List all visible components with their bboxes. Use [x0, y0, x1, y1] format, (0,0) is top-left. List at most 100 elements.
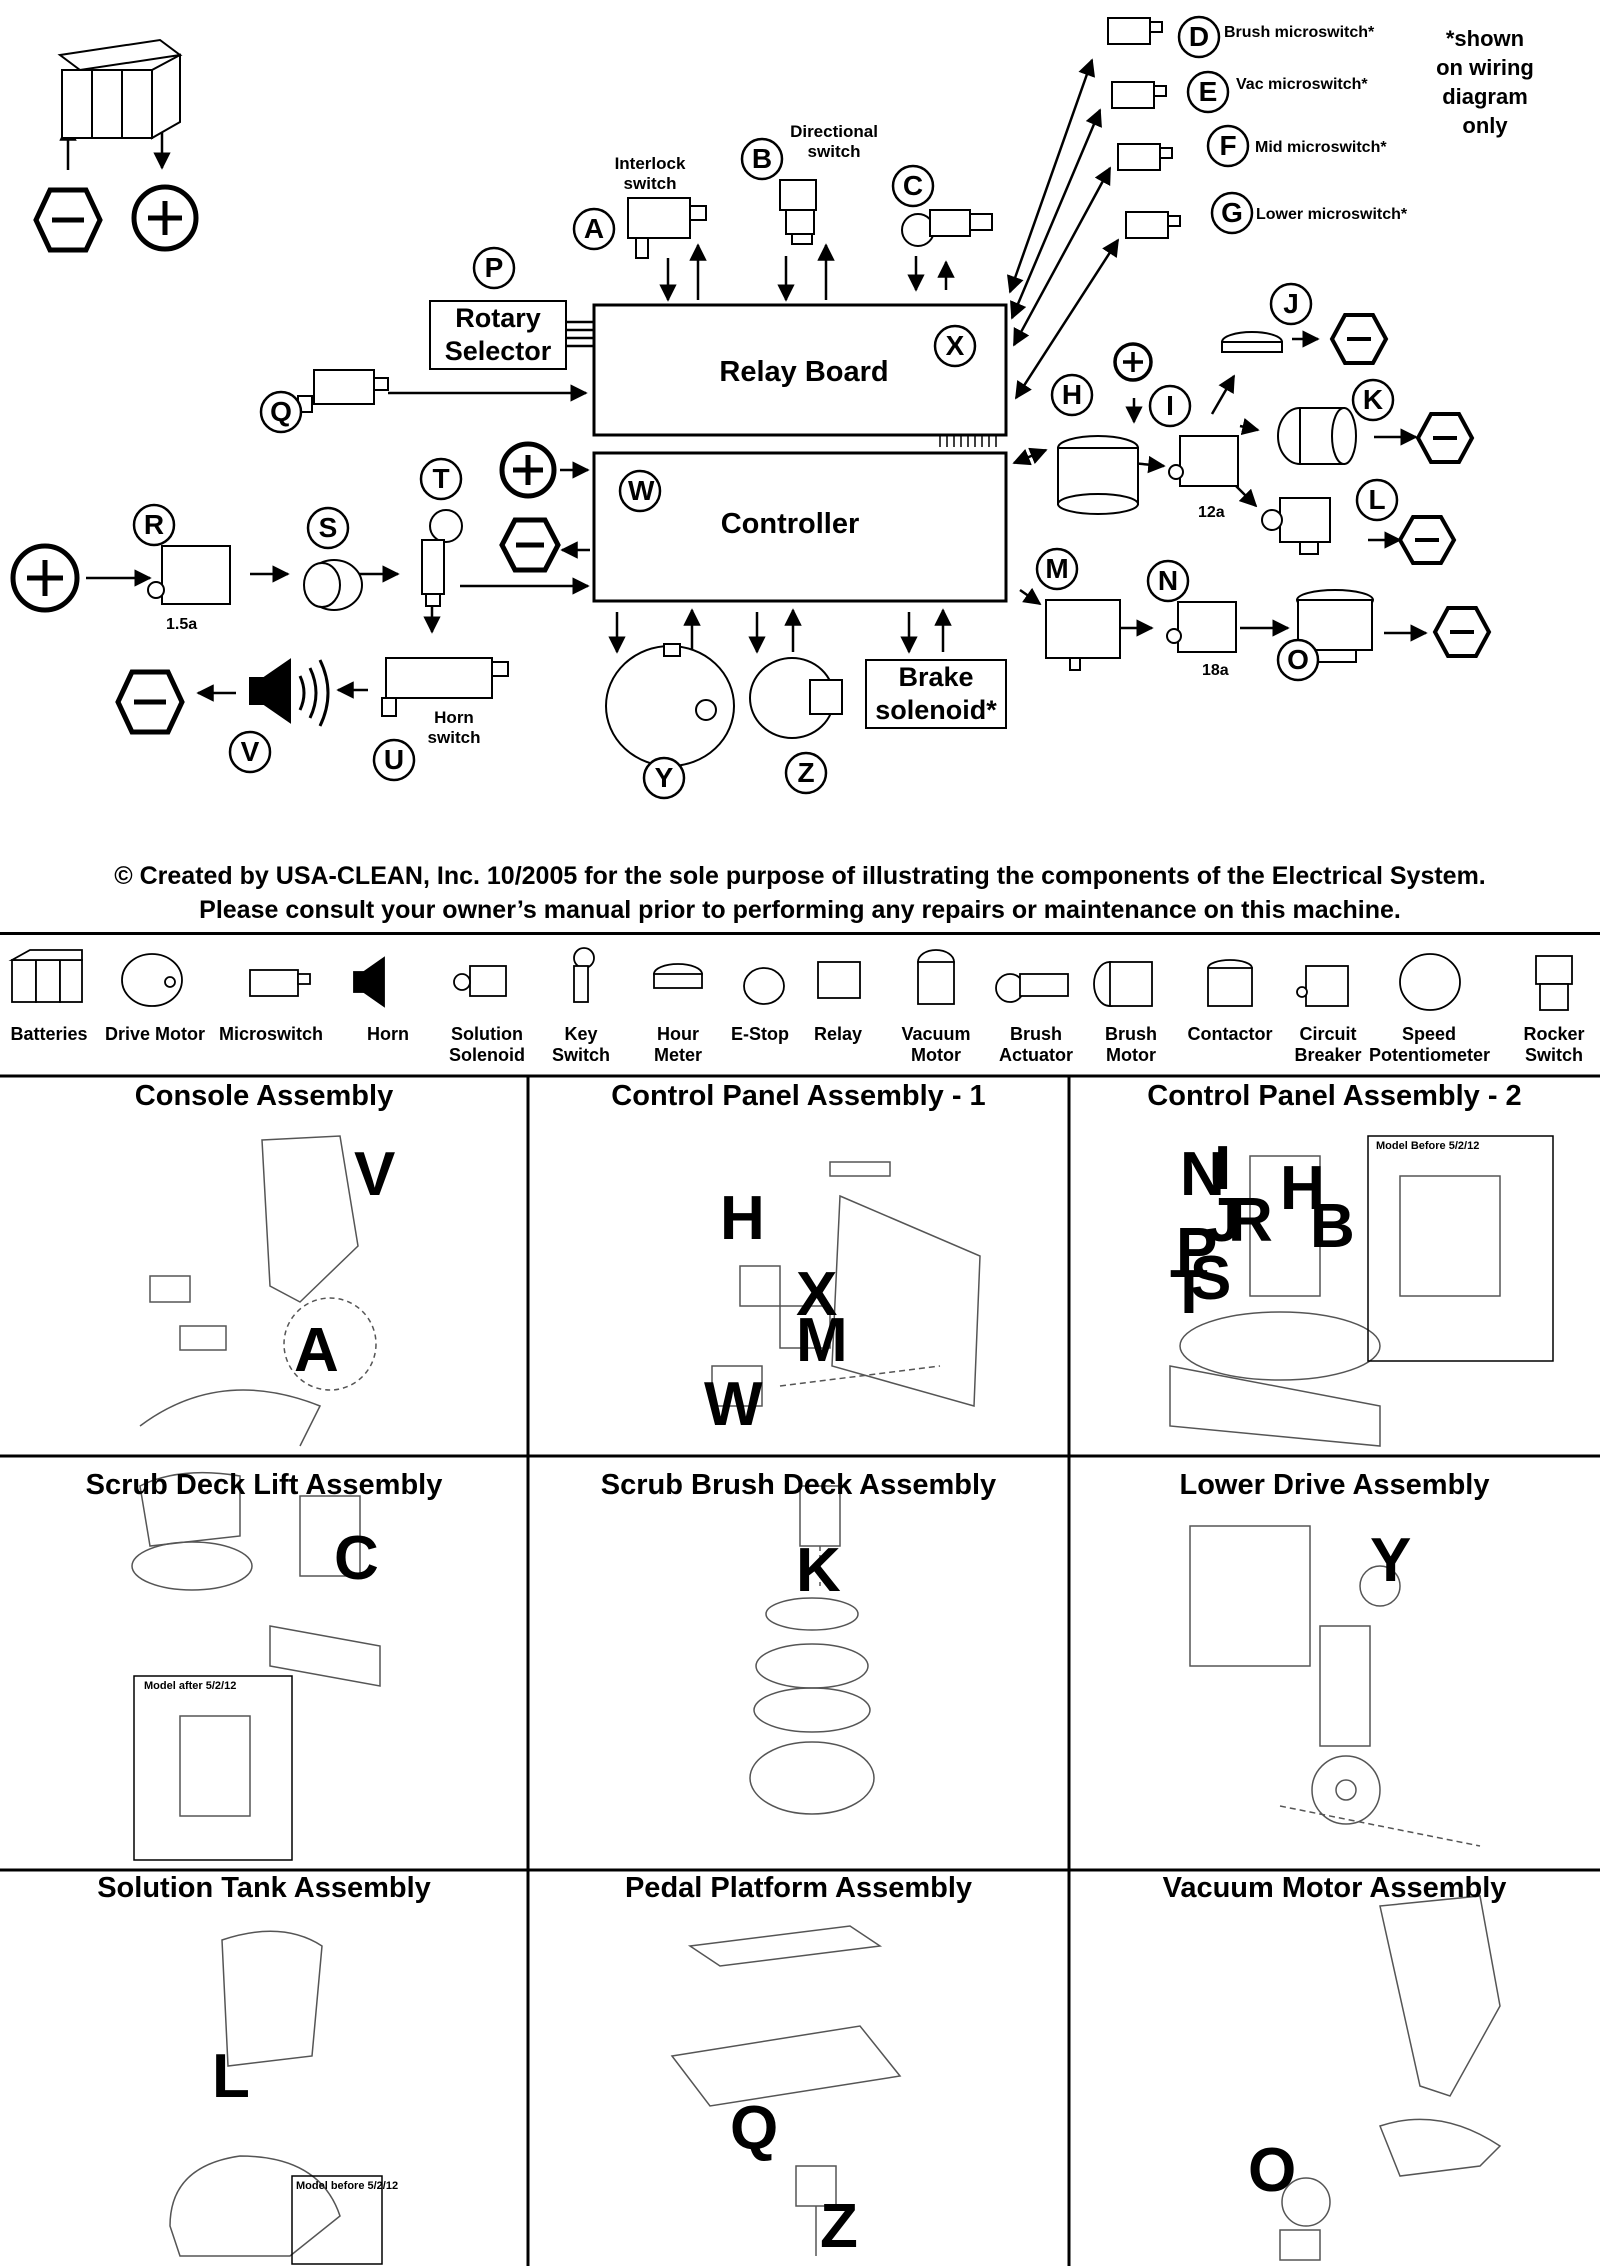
breaker-i-rating: 12a: [1198, 504, 1225, 521]
panel-title-control-panel-2: Control Panel Assembly - 2: [1147, 1080, 1522, 1112]
legend-brush-motor-icon: [1093, 961, 1153, 1007]
rotary-selector-label: Rotary Selector: [444, 303, 552, 366]
legend-horn-icon: [353, 956, 385, 1008]
microswitch-f-icon: [1117, 143, 1173, 171]
inset-caption-control-panel-2: Model Before 5/2/12: [1376, 1140, 1480, 1152]
horn-sound-waves: [298, 659, 330, 727]
solution-solenoid-icon: [1261, 497, 1331, 555]
controller-minus-symbol: [499, 517, 561, 573]
vac-microswitch-label: Vac microswitch*: [1236, 76, 1368, 93]
legend-label-13: Circuit Breaker: [1294, 1024, 1362, 1065]
input-plus-symbol: [10, 543, 80, 613]
legend-hour-meter-icon: [653, 963, 703, 989]
label-n: N: [1157, 565, 1179, 596]
legend-label-12: Contactor: [1187, 1024, 1273, 1044]
copyright-line-1: © Created by USA-CLEAN, Inc. 10/2005 for…: [114, 862, 1486, 890]
legend-label-3: Horn: [367, 1024, 409, 1044]
legend-label-14: Speed Potentiometer: [1369, 1024, 1491, 1065]
callout-pedal-z: Z: [820, 2192, 858, 2261]
controller-box: [592, 451, 1008, 603]
label-w: W: [628, 475, 655, 506]
callout-cp1-w: W: [704, 1370, 763, 1439]
j-minus-symbol: [1329, 313, 1389, 365]
interlock-switch-label: Interlock switch: [614, 154, 686, 193]
circuit-breaker-i-icon: [1168, 435, 1239, 487]
panel-title-solution-tank: Solution Tank Assembly: [97, 1872, 431, 1904]
breaker-r-rating: 1.5a: [166, 616, 198, 633]
callout-cp2-i: I: [1214, 1134, 1232, 1203]
scrub-deck-lift-drawing: [131, 1471, 381, 1861]
panel-title-control-panel-1: Control Panel Assembly - 1: [611, 1080, 986, 1112]
horn-minus-symbol: [115, 669, 185, 735]
battery-minus-symbol: [33, 187, 103, 253]
panel-title-pedal-platform: Pedal Platform Assembly: [624, 1872, 973, 1904]
directional-switch-label: Directional switch: [790, 122, 878, 161]
vacuum-motor-assembly-drawing: [1279, 1895, 1502, 2261]
label-x: X: [945, 330, 965, 361]
label-e: E: [1198, 76, 1218, 107]
legend-label-1: Drive Motor: [104, 1024, 205, 1044]
label-z: Z: [797, 757, 815, 788]
horn-switch-label: Horn switch: [427, 708, 481, 747]
microswitch-d-icon: [1107, 17, 1163, 45]
brake-solenoid-box: [865, 659, 1007, 729]
vacuum-motor-icon: [1296, 589, 1374, 663]
legend-label-6: Hour Meter: [653, 1024, 702, 1065]
assembly-grid: [0, 1074, 1600, 2266]
k-minus-symbol: [1415, 412, 1475, 464]
callout-cp2-p: P: [1176, 1216, 1218, 1285]
circuit-breaker-n-icon: [1166, 601, 1237, 653]
legend-label-9: Vacuum Motor: [901, 1024, 971, 1065]
control-panel-2-drawing: [1169, 1135, 1554, 1447]
pedal-platform-drawing: [670, 1925, 902, 2256]
console-assembly-drawing: [139, 1135, 377, 1447]
callout-cp1-m: M: [796, 1306, 848, 1375]
callout-pedal-q: Q: [730, 2094, 779, 2163]
label-y: Y: [654, 762, 674, 793]
legend-rocker-switch-icon: [1535, 955, 1573, 1011]
label-a: A: [583, 213, 605, 244]
panel-title-console: Console Assembly: [134, 1080, 394, 1112]
panel-title-scrub-brush-deck: Scrub Brush Deck Assembly: [600, 1469, 997, 1501]
relay-board-box: [592, 303, 1008, 437]
legend-label-7: E-Stop: [731, 1024, 789, 1044]
legend-vacuum-motor-icon: [917, 949, 955, 1005]
drive-motor-icon: [605, 643, 735, 767]
label-u: U: [383, 744, 405, 775]
controller-label: Controller: [720, 508, 860, 540]
callout-cp2-b: B: [1310, 1192, 1355, 1261]
rotary-selector-box: [429, 300, 567, 370]
label-h: H: [1061, 379, 1083, 410]
legend-drive-motor-icon: [121, 953, 183, 1007]
shown-on-wiring-note: *shown on wiring diagram only: [1436, 26, 1534, 138]
label-s: S: [318, 512, 338, 543]
legend-microswitch-icon: [249, 969, 311, 997]
microswitch-e-icon: [1111, 81, 1167, 109]
microswitch-g-icon: [1125, 211, 1181, 239]
callout-cp2-t: T: [1170, 1258, 1208, 1327]
label-c: C: [902, 170, 924, 201]
breaker-n-rating: 18a: [1202, 662, 1229, 679]
callout-lower-drive-y: Y: [1370, 1526, 1412, 1595]
legend-label-4: Solution Solenoid: [449, 1024, 525, 1065]
legend-label-11: Brush Motor: [1104, 1024, 1157, 1065]
callout-scrub-deck-lift-c: C: [334, 1524, 379, 1593]
legend-label-10: Brush Actuator: [998, 1024, 1073, 1065]
key-switch-icon: [421, 509, 463, 607]
battery-plus-symbol: [131, 184, 199, 252]
legend-label-2: Microswitch: [218, 1024, 324, 1044]
label-f: F: [1219, 130, 1237, 161]
speed-potentiometer-icon: [749, 657, 843, 739]
legend-speed-potentiometer-icon: [1399, 953, 1461, 1011]
label-g: G: [1221, 197, 1243, 228]
callout-solution-tank-l: L: [212, 2042, 250, 2111]
label-l: L: [1368, 484, 1386, 515]
legend-brush-actuator-icon: [995, 973, 1069, 1003]
callout-cp2-j: J: [1206, 1186, 1241, 1255]
label-p: P: [484, 252, 504, 283]
legend-relay-icon: [817, 961, 861, 999]
label-d: D: [1188, 21, 1210, 52]
callout-cp2-r: R: [1228, 1186, 1273, 1255]
callout-cp1-x: X: [796, 1260, 838, 1329]
control-panel-1-drawing: [711, 1161, 981, 1407]
